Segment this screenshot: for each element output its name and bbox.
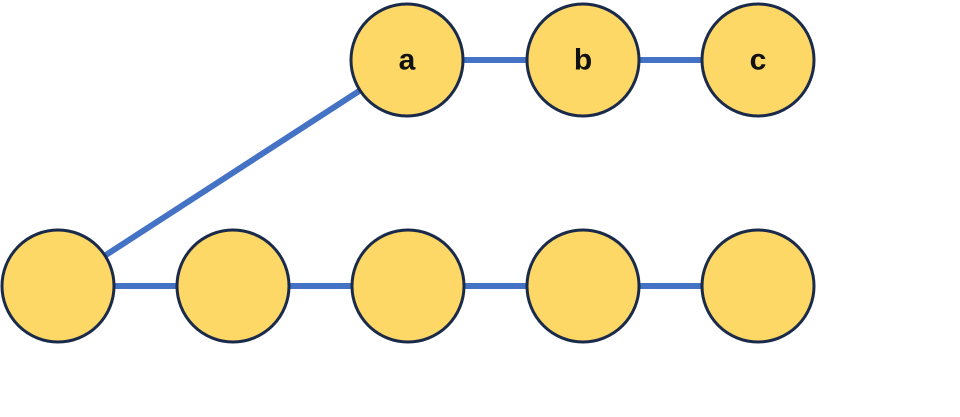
node-a: a	[349, 2, 465, 118]
node-n1	[0, 228, 116, 344]
node-circle	[175, 228, 291, 344]
edge-n1-a	[56, 57, 409, 289]
node-circle	[700, 228, 816, 344]
node-circle	[525, 2, 641, 118]
nodes-layer: a b c	[0, 2, 816, 344]
node-n3	[350, 228, 466, 344]
node-b: b	[525, 2, 641, 118]
node-n4	[525, 228, 641, 344]
node-n5	[700, 228, 816, 344]
node-c: c	[700, 2, 816, 118]
node-label: c	[750, 44, 767, 77]
node-circle	[350, 228, 466, 344]
node-circle	[0, 228, 116, 344]
node-circle	[700, 2, 816, 118]
node-circle	[525, 228, 641, 344]
node-label: a	[399, 44, 416, 77]
node-n2	[175, 228, 291, 344]
node-circle	[349, 2, 465, 118]
node-label: b	[574, 44, 592, 77]
